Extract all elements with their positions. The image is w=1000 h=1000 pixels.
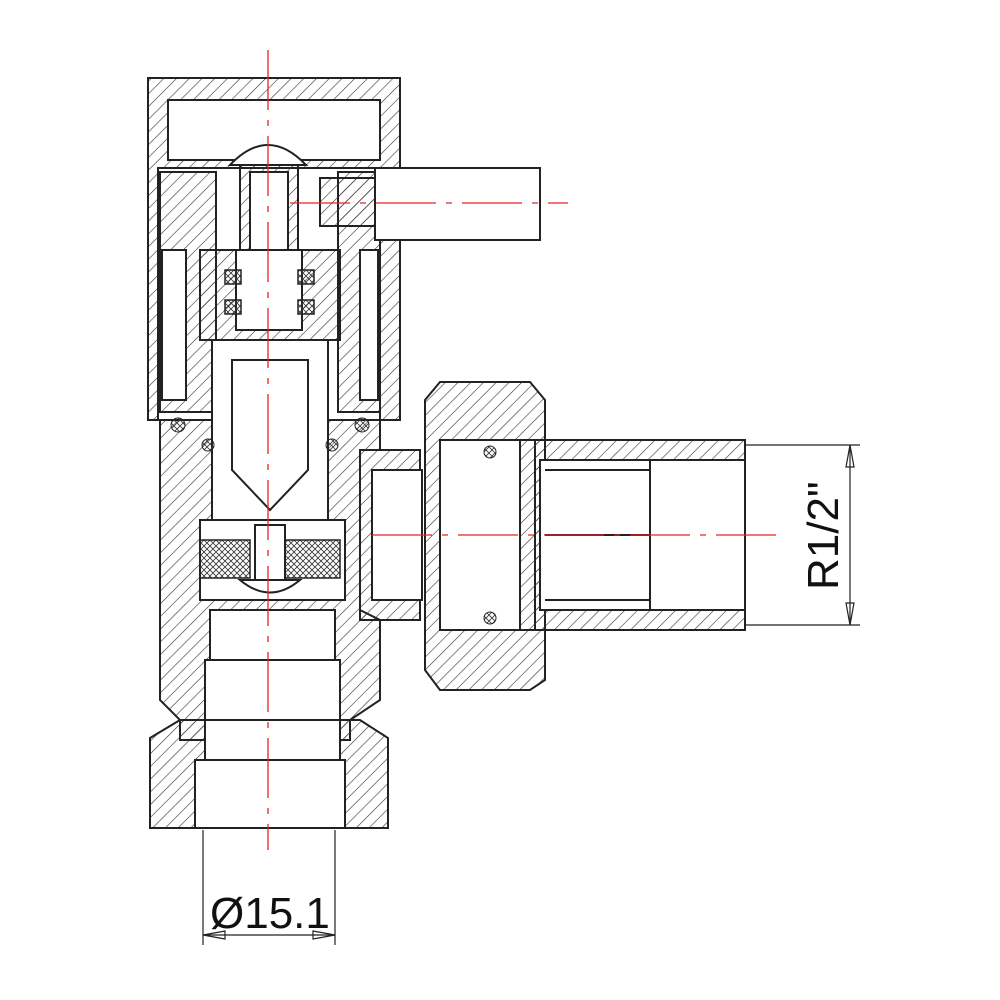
compression-nut xyxy=(149,719,389,829)
lever-arm xyxy=(319,167,541,241)
valve-body xyxy=(159,339,381,826)
dimension-thread-size xyxy=(745,444,860,626)
centerlines xyxy=(267,50,785,850)
outlet-union xyxy=(359,381,746,691)
pipe-diameter-label: Ø15.1 xyxy=(210,889,330,938)
thread-size-label: R1/2" xyxy=(799,481,848,590)
dimension-pipe-diameter xyxy=(202,830,336,945)
